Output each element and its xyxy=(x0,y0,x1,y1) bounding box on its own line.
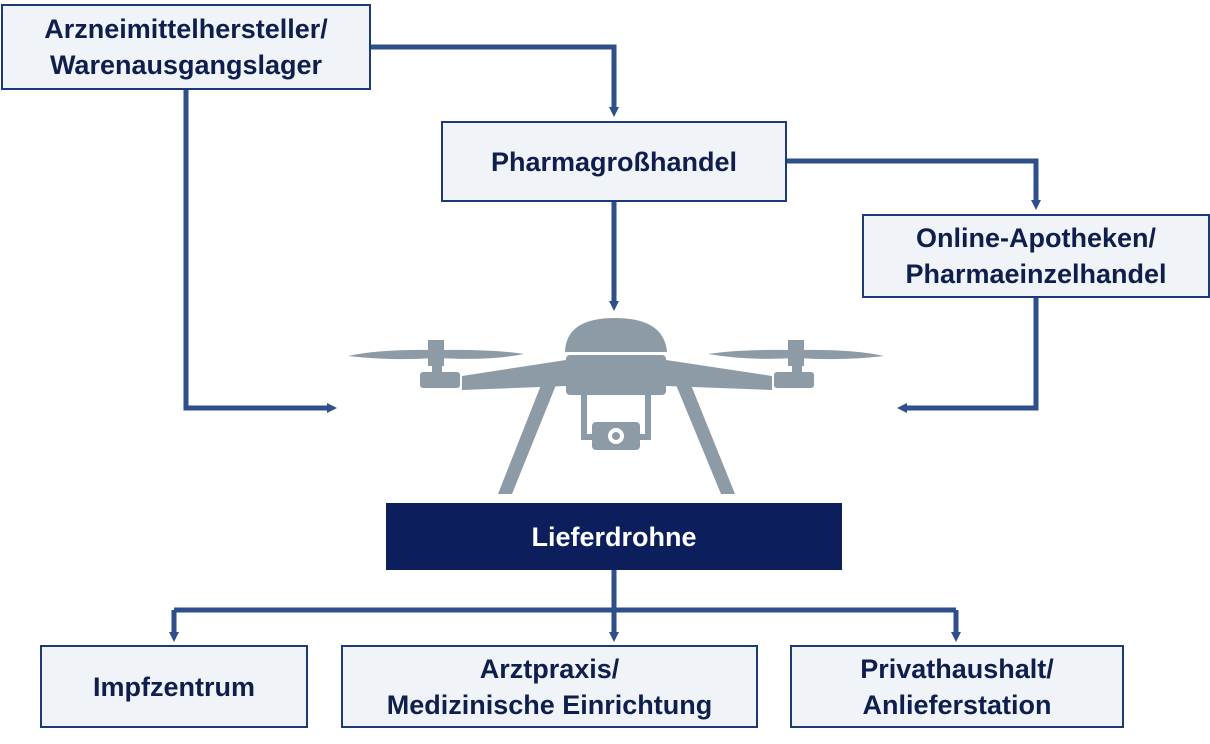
node-manufacturer: Arzneimittelhersteller/ Warenausgangslag… xyxy=(1,4,371,90)
node-household: Privathaushalt/ Anlieferstation xyxy=(790,645,1124,728)
node-household-line-1: Privathaushalt/ xyxy=(860,653,1054,684)
node-wholesale: Pharmagroßhandel xyxy=(441,121,787,202)
node-vaccination-center: Impfzentrum xyxy=(40,645,308,728)
node-online-pharmacy: Online-Apotheken/ Pharmaeinzelhandel xyxy=(862,214,1210,298)
node-online-pharmacy-line-1: Online-Apotheken/ xyxy=(915,223,1156,253)
node-drone-label: Lieferdrohne xyxy=(531,521,697,552)
node-drone: Lieferdrohne xyxy=(386,503,842,570)
node-vaccination-center-label: Impfzentrum xyxy=(93,671,255,702)
node-online-pharmacy-line-2: Pharmaeinzelhandel xyxy=(905,259,1167,289)
arrow-online-pharmacy-to-drone xyxy=(897,298,1039,413)
node-household-line-2: Anlieferstation xyxy=(862,689,1052,720)
node-medical-practice: Arztpraxis/ Medizinische Einrichtung xyxy=(341,645,758,728)
node-medical-practice-line-1: Arztpraxis/ xyxy=(479,653,620,684)
arrow-manufacturer-to-wholesale xyxy=(371,44,619,117)
node-manufacturer-line-1: Arzneimittelhersteller/ xyxy=(44,14,328,44)
arrow-wholesale-to-online-pharmacy xyxy=(787,158,1041,210)
arrow-manufacturer-to-drone xyxy=(183,90,337,413)
node-wholesale-label: Pharmagroßhandel xyxy=(490,146,738,177)
node-manufacturer-line-2: Warenausgangslager xyxy=(49,50,323,80)
node-medical-practice-line-2: Medizinische Einrichtung xyxy=(386,689,713,720)
